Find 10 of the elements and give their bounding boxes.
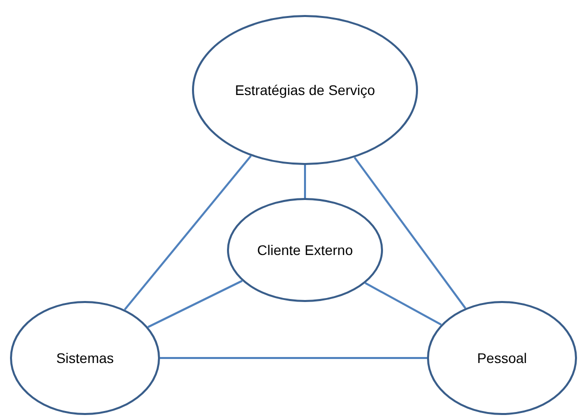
connector-line bbox=[364, 282, 442, 326]
node-label: Pessoal bbox=[476, 348, 528, 368]
connector-line bbox=[160, 357, 427, 359]
node-label: Cliente Externo bbox=[256, 240, 354, 260]
connector-line bbox=[354, 156, 466, 309]
connector-line bbox=[148, 280, 243, 328]
node-label: Estratégias de Serviço bbox=[234, 80, 376, 100]
connector-line bbox=[304, 165, 306, 198]
node-label: Sistemas bbox=[55, 348, 115, 368]
connector-line bbox=[124, 155, 252, 310]
